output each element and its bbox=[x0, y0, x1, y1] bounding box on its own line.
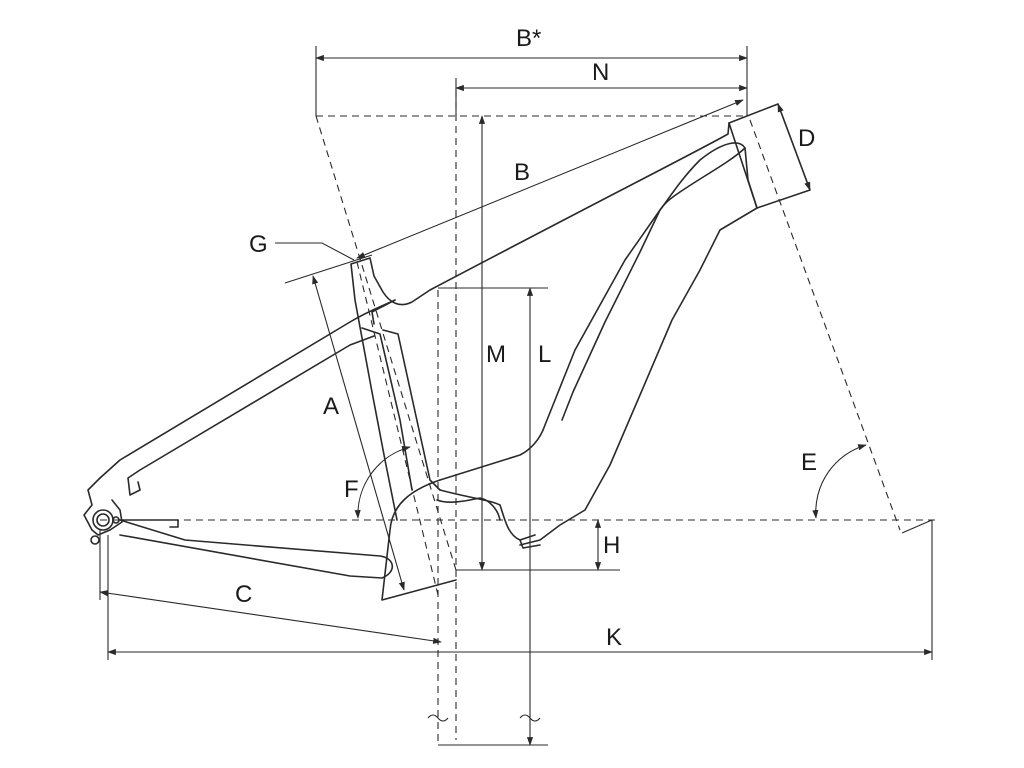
rear-axle bbox=[96, 513, 110, 527]
g-leader bbox=[275, 242, 355, 261]
dimension-labels: B* N B D G M L A E F H C K bbox=[235, 25, 817, 651]
label-f: F bbox=[344, 476, 359, 503]
label-a: A bbox=[323, 393, 339, 420]
down-tube-outer bbox=[519, 207, 758, 546]
rear-dropout bbox=[83, 477, 123, 536]
motor-housing-right bbox=[439, 489, 536, 541]
front-axle-tick bbox=[901, 519, 933, 534]
label-m: M bbox=[486, 341, 506, 368]
dropout-bolt bbox=[112, 516, 120, 524]
a-ext-top bbox=[284, 254, 373, 284]
label-b-star: B* bbox=[516, 25, 541, 52]
d-dimension bbox=[777, 103, 811, 191]
chain-stay bbox=[119, 519, 394, 579]
a-dimension bbox=[312, 275, 405, 591]
chain-stay-notch bbox=[119, 519, 179, 528]
label-e: E bbox=[801, 449, 817, 476]
label-g: G bbox=[249, 231, 268, 258]
break-mark-left bbox=[427, 714, 449, 722]
label-k: K bbox=[606, 624, 622, 651]
motor-notch bbox=[519, 539, 541, 549]
bike-frame bbox=[83, 103, 811, 601]
break-mark-right bbox=[519, 714, 541, 722]
derailleur-hanger bbox=[90, 535, 100, 545]
head-tube-axis bbox=[749, 119, 901, 531]
seat-stay-top bbox=[99, 299, 396, 479]
b-dimension bbox=[356, 99, 744, 259]
label-l: L bbox=[538, 341, 551, 368]
seat-tube-front bbox=[382, 329, 441, 491]
label-c: C bbox=[235, 581, 252, 608]
e-angle-arc bbox=[812, 444, 867, 519]
f-angle-arc bbox=[354, 446, 411, 519]
effective-seat-axis bbox=[315, 115, 457, 571]
c-dimension bbox=[99, 590, 442, 644]
down-tube-inner bbox=[561, 147, 746, 421]
label-h: H bbox=[603, 532, 620, 559]
seat-tube-rear bbox=[361, 327, 413, 491]
label-n: N bbox=[592, 59, 609, 86]
dimension-lines bbox=[99, 46, 933, 746]
label-d: D bbox=[798, 125, 815, 152]
label-b: B bbox=[514, 159, 530, 186]
down-tube-lower bbox=[439, 142, 758, 481]
